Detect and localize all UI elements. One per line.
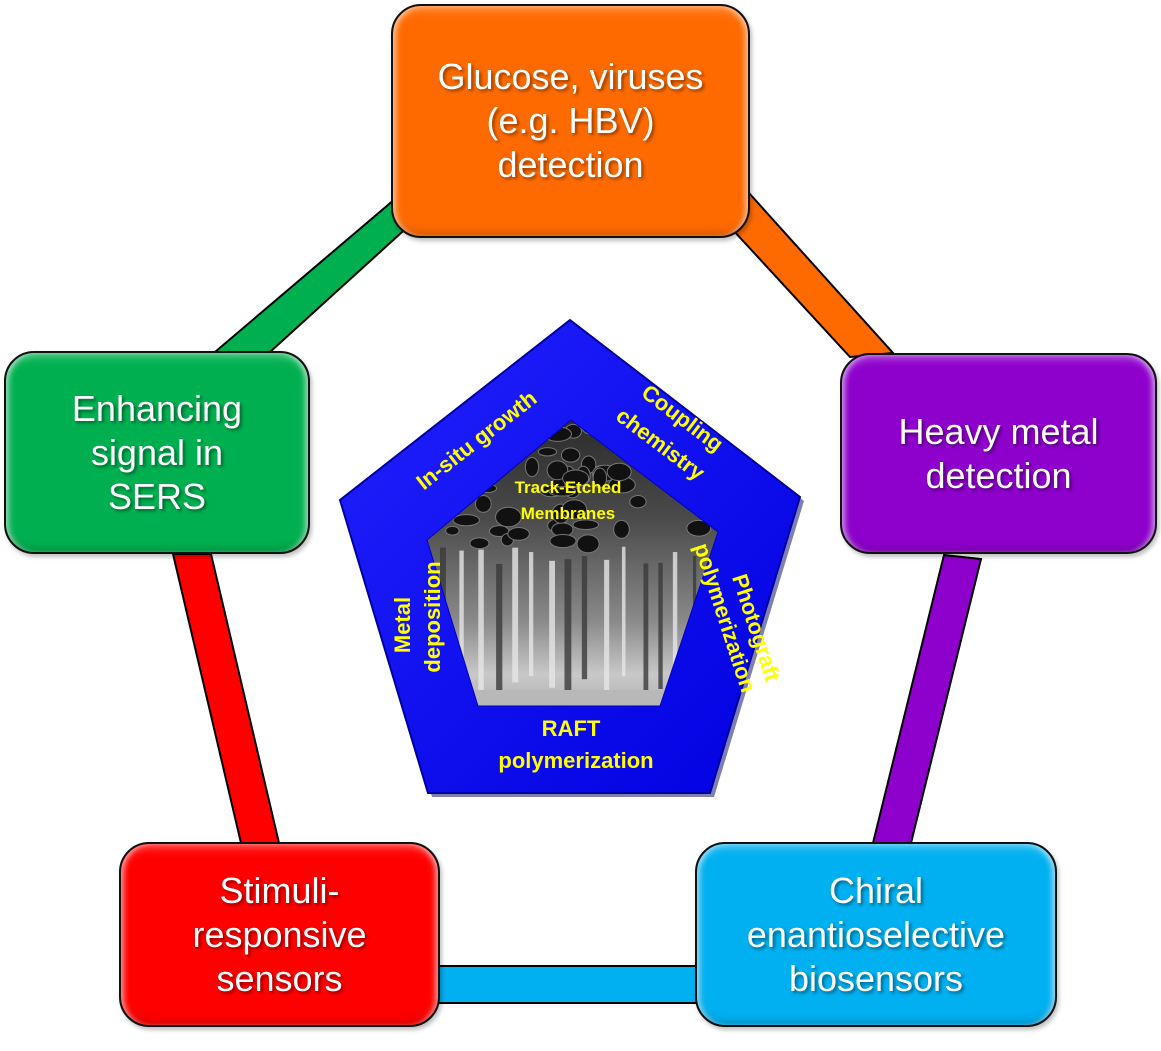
channel (658, 562, 663, 689)
application-box-glucose-virus-detection: Glucose, viruses (e.g. HBV) detection (391, 4, 750, 238)
pore (548, 486, 577, 497)
pore (495, 506, 522, 528)
center-title-line-2: Membranes (521, 504, 615, 523)
connectors (171, 191, 983, 1004)
application-box-chiral-biosensors: Chiral enantioselective biosensors (695, 842, 1057, 1027)
pore (537, 447, 558, 457)
connector-heavy-chiral (871, 553, 983, 844)
channel (496, 563, 503, 695)
pore (560, 447, 581, 463)
center-title-line-1: Track-Etched (515, 478, 622, 497)
method-raft-line-1: RAFT (542, 716, 601, 741)
channel (478, 549, 484, 692)
pore (613, 519, 630, 539)
channel (564, 559, 572, 695)
channel (459, 550, 464, 677)
pore (629, 495, 647, 509)
pore (546, 460, 569, 481)
pore (572, 519, 600, 531)
application-label: Chiral enantioselective biosensors (746, 869, 1006, 999)
channel (512, 547, 519, 683)
channel (581, 556, 588, 680)
application-box-heavy-metal-detection: Heavy metal detection (840, 353, 1157, 554)
pore (606, 462, 632, 482)
pore (576, 534, 600, 554)
center-pentagon: Track-Etched Membranes In-situ growth Co… (338, 318, 804, 797)
connector-stimuli-sers (171, 553, 281, 844)
pore (686, 519, 712, 537)
method-metal-line-2: deposition (420, 561, 445, 672)
pore (524, 456, 540, 478)
connector-sers-glucose (212, 197, 414, 353)
pore (507, 527, 530, 541)
channel (549, 560, 556, 688)
pore (469, 537, 490, 550)
application-label: Stimuli- responsive sensors (192, 869, 367, 999)
pore (445, 525, 460, 536)
channel (643, 563, 649, 706)
application-label: Enhancing signal in SERS (71, 387, 243, 517)
pore (549, 534, 577, 549)
pore (562, 469, 590, 488)
application-label: Heavy metal detection (898, 410, 1099, 496)
channel (604, 559, 610, 694)
pore (474, 494, 492, 513)
channel (621, 546, 626, 677)
method-raft-line-2: polymerization (498, 748, 653, 773)
pore (452, 514, 480, 527)
application-box-sers-enhancement: Enhancing signal in SERS (4, 351, 310, 554)
pore (561, 499, 588, 520)
application-box-stimuli-responsive-sensors: Stimuli- responsive sensors (119, 842, 440, 1027)
connector-chiral-stimuli (437, 965, 699, 1004)
method-metal-line-1: Metal (390, 597, 415, 653)
application-label: Glucose, viruses (e.g. HBV) detection (437, 56, 704, 185)
channel (672, 552, 678, 697)
pore (592, 467, 608, 489)
channel (528, 552, 534, 677)
connector-glucose-heavy (731, 191, 896, 359)
